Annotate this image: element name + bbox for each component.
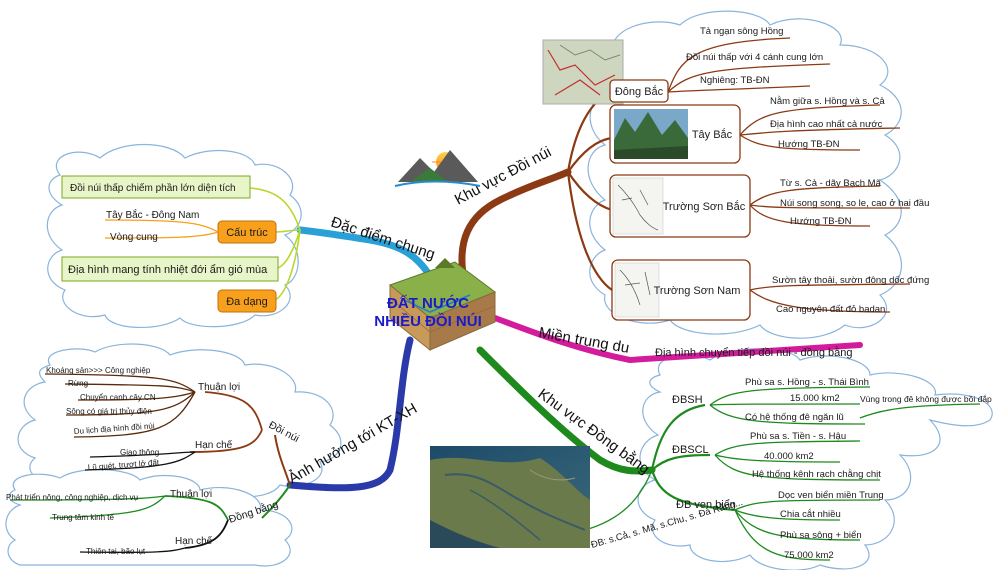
- truong-son-bac-label: Trường Sơn Bắc: [663, 200, 746, 213]
- anh-huong-dong-bang-leaves: [9, 495, 229, 554]
- da-dang-label: Đa dạng: [226, 296, 268, 308]
- branch-label-mien-trung-du: Miền trung du: [537, 324, 630, 357]
- dbsh-item-1: Phù sa s. Hồng - s. Thái Bình: [745, 377, 869, 388]
- dong-bac-item-1: Tả ngạn sông Hồng: [700, 26, 783, 37]
- cau-truc-label: Cấu trúc: [226, 227, 268, 239]
- anh-huong-doi-nui-leaves: [44, 373, 263, 471]
- truong-son-bac-item-3: Hướng TB-ĐN: [790, 216, 852, 227]
- tay-bac-item-3: Hướng TB-ĐN: [778, 139, 840, 150]
- truong-son-nam-label: Trường Sơn Nam: [654, 285, 741, 297]
- relief-map-icon: [547, 49, 616, 96]
- dbsh-item-3: Có hệ thống đê ngăn lũ: [745, 412, 844, 423]
- cau-truc-item-1: Tây Bắc - Đông Nam: [106, 208, 199, 221]
- dbscl-item-2: 40.000 km2: [764, 451, 814, 462]
- branch-line-anh-huong: [286, 336, 414, 492]
- dac-diem-item-2: Địa hình mang tính nhiệt đới ẩm gió mùa: [68, 264, 268, 276]
- ven-bien-item-2: Chia cắt nhiều: [780, 509, 841, 520]
- truong-son-bac-item-1: Từ s. Cả - dãy Bạch Mã: [780, 178, 882, 189]
- dong-bang-leaves: [584, 386, 981, 561]
- tay-bac-item-1: Nằm giữa s. Hồng và s. Cả: [770, 96, 885, 107]
- doi-nui-thuan-loi-item-3: Chuyển canh cây CN: [80, 393, 156, 402]
- doi-nui-thuan-loi-item-1: Khoáng sản>>> Công nghiệp: [46, 366, 151, 375]
- mountain-sun-icon: [394, 150, 481, 187]
- dong-bac-item-2: Đồi núi thấp với 4 cánh cung lớn: [686, 52, 823, 63]
- branch-line-doi-nui: [458, 168, 572, 289]
- dac-diem-subbranches: [249, 187, 301, 301]
- dbsh-item-2: 15.000 km2: [790, 393, 840, 404]
- dong-bang-thuan-loi-item-1: Phát triển nông, công nghiệp, dịch vụ: [6, 493, 138, 502]
- dac-diem-item-2-box: [61, 256, 279, 282]
- anh-huong-subbranches: [261, 434, 291, 519]
- tay-bac-label: Tây Bắc: [692, 128, 733, 141]
- cau-truc-item-2: Vòng cung: [110, 232, 158, 243]
- dbscl-item-3: Hệ thống kênh rạch chằng chịt: [752, 469, 881, 480]
- ven-bien-item-3: Phù sa sông + biển: [780, 530, 862, 541]
- center-title-line-2: NHIỀU ĐỒI NÚI: [374, 312, 482, 330]
- dong-bac-label: Đông Bắc: [615, 85, 664, 98]
- dong-bac-box[interactable]: [609, 79, 669, 103]
- truong-son-bac-item-2: Núi song song, so le, cao ở hai đầu: [780, 198, 929, 209]
- truong-son-nam-item-2: Cao nguyên đất đỏ badan: [776, 304, 885, 315]
- truong-son-bac-map: [612, 177, 664, 235]
- dac-diem-item-1: Đồi núi thấp chiếm phần lớn diện tích: [70, 182, 236, 194]
- doi-nui-han-che-label: Hạn chế: [195, 439, 233, 451]
- dong-bac-item-3: Nghiêng: TB-ĐN: [700, 75, 770, 86]
- dbsh-note: Vùng trong đê không được bồi đắp: [860, 394, 992, 404]
- doi-nui-leaves: [667, 37, 911, 313]
- dbscl-item-1: Phù sa s. Tiền - s. Hậu: [750, 431, 846, 442]
- doi-nui-thuan-loi-label: Thuận lợi: [198, 382, 240, 393]
- satellite-delta-icon: [430, 446, 590, 548]
- doi-nui-thuan-loi-item-2: Rừng: [68, 379, 88, 388]
- dbscl-label: ĐBSCL: [672, 444, 709, 456]
- dong-bang-subbranches: [650, 403, 736, 512]
- da-dang-box[interactable]: [217, 289, 277, 313]
- doi-nui-thuan-loi-item-4: Sông có giá trị thủy điện: [66, 407, 152, 416]
- doi-nui-han-che-item-1: Giao thông: [120, 448, 159, 457]
- dong-bang-thuan-loi-item-2: Trung tâm kinh tế: [52, 513, 115, 522]
- branch-line-dac-diem: [296, 226, 439, 289]
- cloud-anh-huong-top: [17, 343, 342, 498]
- dong-bang-han-che-item-1: Thiên tai, bão lụt: [86, 547, 146, 556]
- ven-bien-item-4: 75.000 km2: [784, 550, 834, 561]
- branch-line-mien-trung-du: [492, 315, 863, 364]
- dac-diem-item-1-box: [61, 175, 251, 199]
- dong-bang-han-che-label: Hạn chế: [175, 535, 213, 547]
- truong-son-nam-item-1: Sườn tây thoải, sườn đông dốc đứng: [772, 275, 929, 286]
- dong-bang-thuan-loi-label: Thuận lợi: [170, 489, 212, 500]
- terrain-block-icon: [389, 258, 497, 352]
- truong-son-nam-map: [614, 262, 660, 318]
- center-title-line-1: ĐẤT NƯỚC: [387, 294, 469, 312]
- ven-bien-item-1: Dọc ven biển miền Trung: [778, 490, 884, 501]
- ven-bien-label: ĐB ven biển: [676, 499, 736, 511]
- tay-bac-item-2: Địa hình cao nhất cả nước: [770, 119, 883, 130]
- mien-trung-du-item: Địa hình chuyển tiếp đồi núi - đồng bằng: [655, 346, 853, 359]
- dbsh-label: ĐBSH: [672, 394, 703, 406]
